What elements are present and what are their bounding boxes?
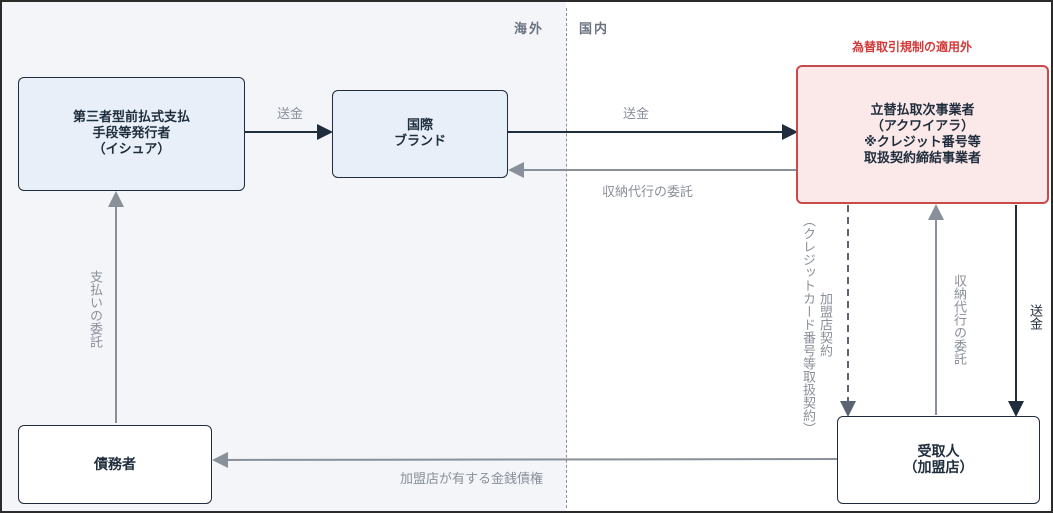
- acquirer-box: 立替払取次事業者 （アクワイアラ） ※クレジット番号等 取扱契約締結事業者: [796, 65, 1049, 204]
- label-acquirer-to-brand: 収納代行の委託: [602, 185, 694, 200]
- label-debtor-to-issuer: 支払いの委託: [87, 270, 102, 348]
- merchant-box: 受取人 （加盟店）: [837, 416, 1040, 504]
- issuer-box: 第三者型前払式支払 手段等発行者 （イシュア）: [18, 77, 245, 191]
- label-merchant-to-acquirer: 収納代行の委託: [951, 274, 966, 365]
- label-contract-line-2: （クレジットカード番号等取扱契約）: [800, 214, 815, 435]
- label-brand-to-acquirer: 送金: [623, 107, 650, 122]
- label-merchant-to-debtor: 加盟店が有する金銭債権: [400, 472, 544, 487]
- region-divider: [566, 8, 567, 508]
- debtor-box: 債務者: [18, 425, 212, 504]
- regulation-note: 為替取引規制の適用外: [852, 40, 973, 54]
- region-label-domestic: 国内: [579, 22, 610, 37]
- label-contract-line-1: 加盟店契約: [817, 292, 832, 357]
- label-acquirer-to-merchant-remit: 送金: [1027, 304, 1042, 330]
- brand-box: 国際 ブランド: [332, 90, 508, 178]
- edge-merchant-to-debtor: [212, 451, 839, 468]
- region-label-overseas: 海外: [514, 22, 545, 37]
- label-issuer-to-brand: 送金: [277, 107, 304, 122]
